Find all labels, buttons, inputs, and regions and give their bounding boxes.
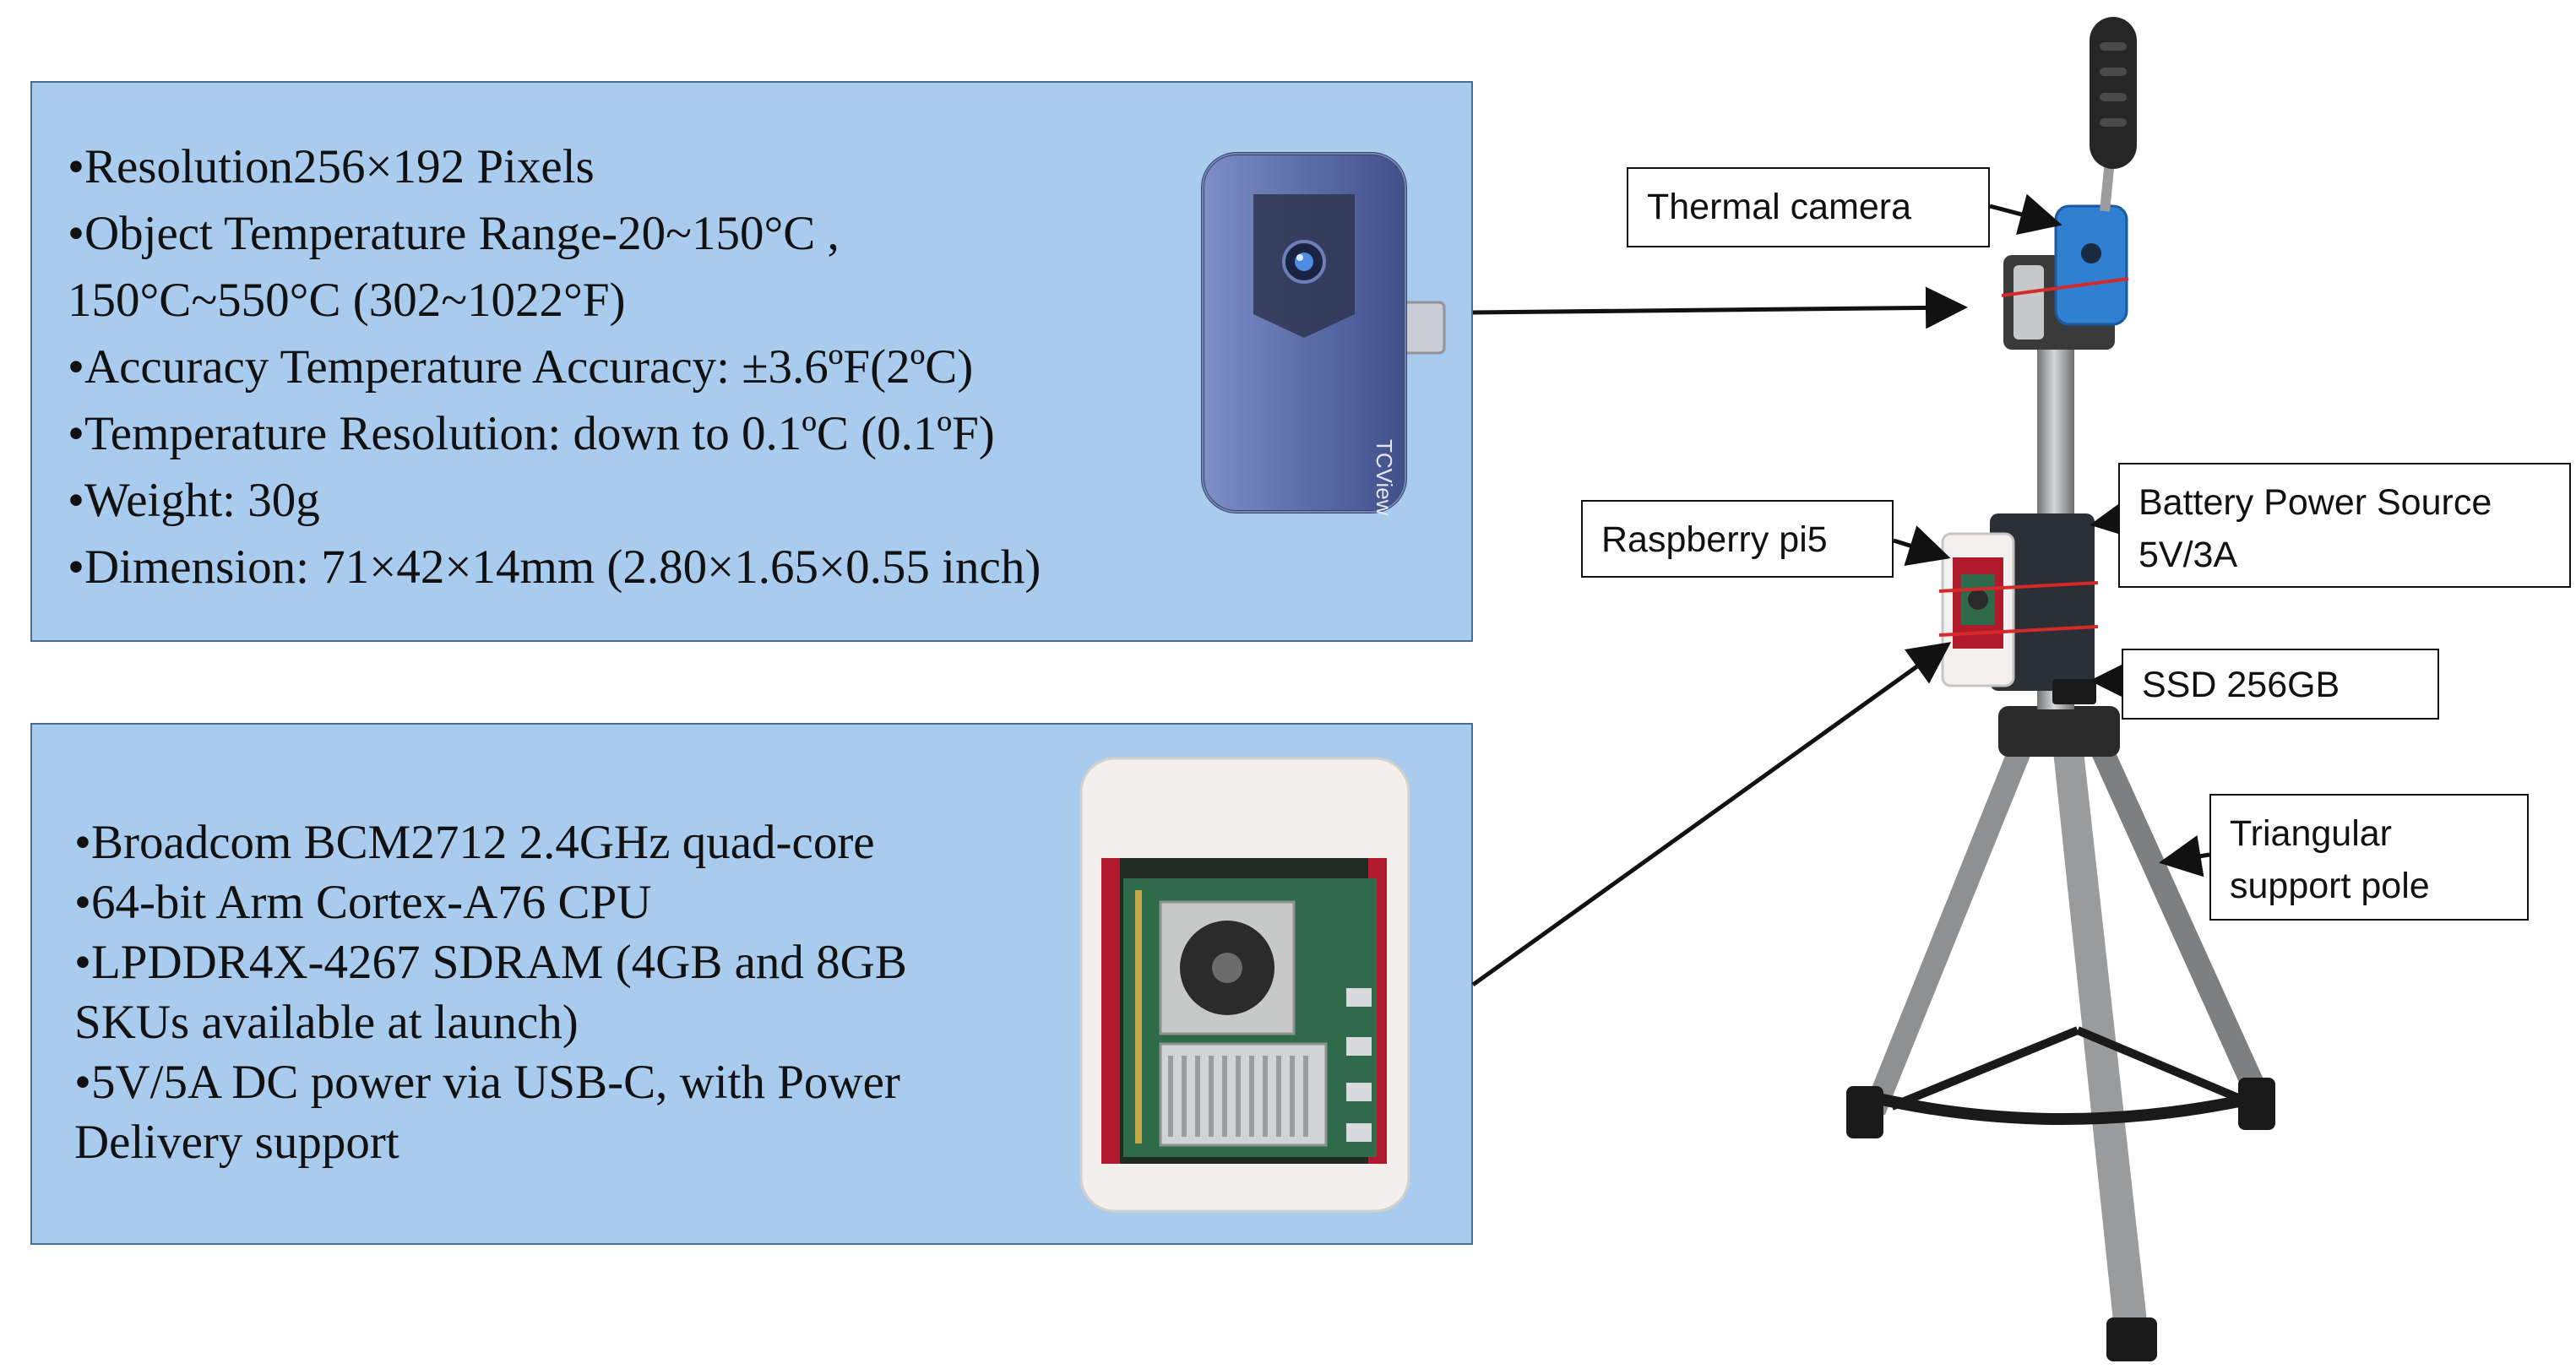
connector-arrow [2159,834,2210,877]
tripod-support-callout: Triangular support pole [2209,794,2529,921]
connector-arrow [1471,642,1952,987]
spec-line: 150°C~550°C (302~1022°F) [68,274,626,327]
connector-arrow [1893,525,1951,567]
ssd-callout: SSD 256GB [2122,649,2439,720]
connector-arrow [1989,193,2062,235]
raspberry-pi-image [1079,757,1410,1213]
connector-arrow [1472,286,1968,329]
spec-line: •Resolution256×192 Pixels [68,140,595,193]
spec-line: •LPDDR4X-4267 SDRAM (4GB and 8GB [74,936,907,989]
spec-line: •Weight: 30g [68,474,320,527]
spec-line: •Broadcom BCM2712 2.4GHz quad-core [74,816,875,869]
thermal-camera-image: TCView [1201,152,1446,516]
spec-line: •Accuracy Temperature Accuracy: ±3.6ºF(2… [68,340,974,394]
spec-line: •Object Temperature Range-20~150°C , [68,207,840,260]
spec-line: •5V/5A DC power via USB-C, with Power [74,1056,900,1109]
spec-line: SKUs available at launch) [74,996,579,1049]
raspberry-pi-callout: Raspberry pi5 [1581,500,1894,578]
spec-line: •Temperature Resolution: down to 0.1ºC (… [68,407,995,460]
connector-arrow [2090,497,2135,540]
thermal-camera-callout: Thermal camera [1627,167,1990,247]
battery-power-callout: Battery Power Source 5V/3A [2118,463,2571,588]
raspberry-pi-spec-list: •Broadcom BCM2712 2.4GHz quad-core •64-b… [74,812,907,1172]
tripod-setup-image [1846,17,2275,1361]
device-brand-label: TCView [1372,439,1397,516]
spec-line: •64-bit Arm Cortex-A76 CPU [74,876,652,929]
thermal-camera-spec-list: •Resolution256×192 Pixels •Object Temper… [68,133,1041,600]
spec-line: •Dimension: 71×42×14mm (2.80×1.65×0.55 i… [68,541,1041,594]
spec-line: Delivery support [74,1116,399,1169]
